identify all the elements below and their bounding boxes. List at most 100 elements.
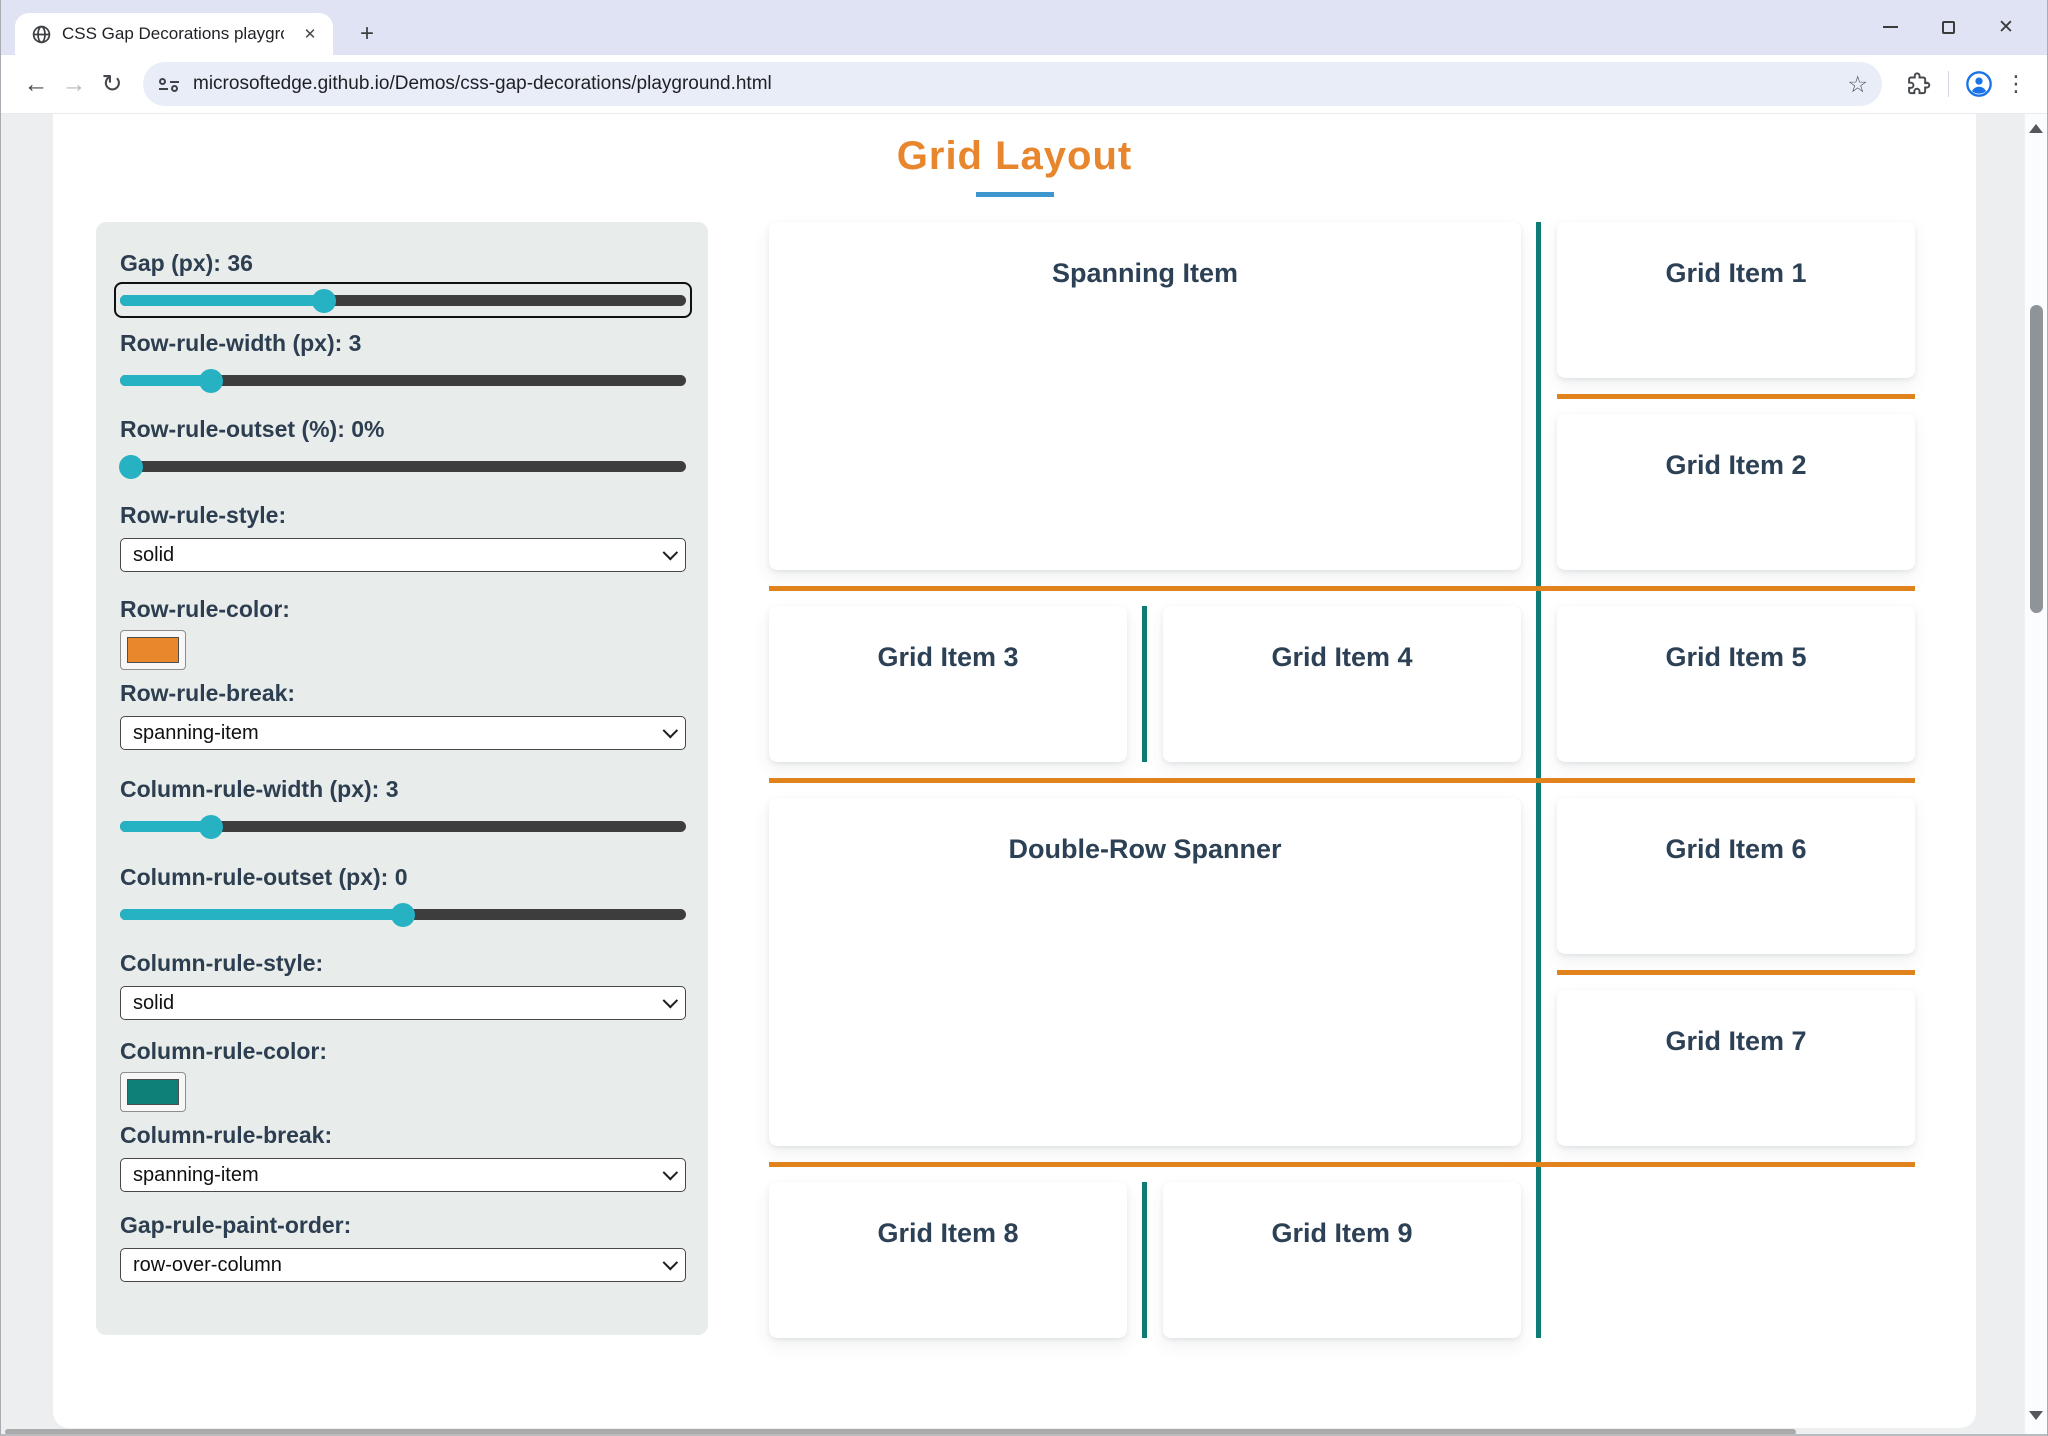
select-value: spanning-item	[133, 1163, 259, 1186]
vertical-scrollbar[interactable]	[2024, 114, 2047, 1436]
url-text[interactable]: microsoftedge.github.io/Demos/css-gap-de…	[193, 73, 772, 94]
window-minimize-button[interactable]	[1861, 0, 1919, 54]
scroll-down-icon[interactable]	[2029, 1411, 2043, 1420]
new-tab-button[interactable]: +	[359, 20, 374, 47]
window-close-button[interactable]: ✕	[1977, 0, 2035, 54]
column-rule-row3	[1142, 606, 1147, 762]
slider-thumb[interactable]	[119, 454, 144, 479]
maximize-icon	[1941, 20, 1955, 34]
row-rule-2	[769, 586, 1915, 591]
window-maximize-button[interactable]	[1919, 0, 1977, 54]
grid-card-7: Grid Item 7	[1557, 990, 1915, 1146]
slider-thumb[interactable]	[198, 368, 223, 393]
tab-strip: CSS Gap Decorations playgroun ✕ + ✕	[1, 0, 2047, 55]
row-rule-color-picker[interactable]	[120, 630, 186, 670]
select-value: solid	[133, 991, 175, 1014]
row-rule-outset-slider-group: Row-rule-outset (%): 0%	[119, 416, 687, 479]
gap-rule-paint-order-select[interactable]: row-over-column	[120, 1248, 686, 1282]
bookmark-star-icon[interactable]: ☆	[1847, 70, 1868, 97]
row-rule-5	[769, 1162, 1915, 1167]
row-rule-outset-slider[interactable]	[119, 454, 686, 479]
chevron-down-icon	[662, 1254, 679, 1270]
row-rule-style-select[interactable]: solid	[120, 538, 686, 572]
tab-title: CSS Gap Decorations playgroun	[62, 24, 284, 43]
browser-menu-icon[interactable]: ⋮	[2005, 71, 2027, 96]
grid-card-spanning: Spanning Item	[769, 222, 1521, 570]
gap-rule-paint-order-label: Gap-rule-paint-order:	[120, 1212, 352, 1238]
row-rule-break-select[interactable]: spanning-item	[120, 716, 686, 750]
grid-demo: Spanning Item Grid Item 1 Grid Item 2 Gr…	[769, 222, 1915, 1338]
grid-card-9: Grid Item 9	[1163, 1182, 1521, 1338]
row-rule-style-group: Row-rule-style: solid	[120, 502, 687, 572]
column-rule-width-slider[interactable]	[120, 814, 686, 839]
profile-avatar-icon[interactable]	[1959, 64, 1999, 104]
select-value: solid	[133, 543, 175, 566]
column-rule-color-group: Column-rule-color:	[120, 1038, 687, 1112]
horizontal-scrollbar[interactable]	[1, 1428, 2026, 1436]
row-rule-break-group: Row-rule-break: spanning-item	[120, 680, 687, 750]
row-rule-break-label: Row-rule-break:	[120, 680, 296, 706]
column-rule-width-label: Column-rule-width (px): 3	[120, 776, 399, 802]
gap-slider[interactable]	[114, 282, 692, 318]
grid-card-8: Grid Item 8	[769, 1182, 1127, 1338]
extensions-icon[interactable]	[1898, 64, 1938, 104]
window-bottom-edge	[1, 1434, 2047, 1436]
color-swatch	[127, 637, 179, 663]
color-swatch	[127, 1079, 179, 1105]
slider-thumb[interactable]	[311, 288, 336, 313]
back-button[interactable]: ←	[23, 69, 49, 98]
forward-button[interactable]: →	[61, 69, 87, 98]
column-rule-row6	[1142, 1182, 1147, 1338]
vertical-scrollbar-thumb[interactable]	[2030, 305, 2043, 613]
grid-card-4: Grid Item 4	[1163, 606, 1521, 762]
page-title: Grid Layout	[896, 134, 1133, 178]
column-rule-style-select[interactable]: solid	[120, 986, 686, 1020]
browser-toolbar: ← → ↻ microsoftedge.github.io/Demos/css-…	[1, 55, 2047, 114]
chevron-down-icon	[662, 544, 679, 560]
column-rule-width-slider-group: Column-rule-width (px): 3	[120, 776, 687, 839]
slider-thumb[interactable]	[198, 814, 223, 839]
page-content: Grid Layout Gap (px): 36 Row-rule-width …	[53, 114, 1976, 1428]
gap-rule-paint-order-group: Gap-rule-paint-order: row-over-column	[120, 1212, 687, 1282]
address-bar[interactable]: microsoftedge.github.io/Demos/css-gap-de…	[143, 62, 1882, 106]
chevron-down-icon	[662, 992, 679, 1008]
grid-card-3: Grid Item 3	[769, 606, 1127, 762]
select-value: spanning-item	[133, 721, 259, 744]
browser-tab[interactable]: CSS Gap Decorations playgroun ✕	[15, 13, 333, 55]
column-rule-break-label: Column-rule-break:	[120, 1122, 333, 1148]
chevron-down-icon	[662, 1164, 679, 1180]
row-rule-color-group: Row-rule-color:	[120, 596, 687, 670]
gap-label: Gap (px): 36	[120, 250, 253, 276]
scroll-up-icon[interactable]	[2029, 124, 2043, 133]
row-rule-width-slider[interactable]	[120, 368, 686, 393]
column-rule-style-group: Column-rule-style: solid	[120, 950, 687, 1020]
column-rule-outset-slider[interactable]	[120, 902, 686, 927]
column-rule-color-picker[interactable]	[120, 1072, 186, 1112]
site-settings-icon[interactable]	[159, 77, 179, 92]
column-rule-break-select[interactable]: spanning-item	[120, 1158, 686, 1192]
horizontal-scrollbar-thumb[interactable]	[5, 1429, 1796, 1435]
controls-panel: Gap (px): 36 Row-rule-width (px): 3 Row-…	[96, 222, 708, 1335]
row-rule-4	[1557, 970, 1915, 975]
row-rule-outset-label: Row-rule-outset (%): 0%	[120, 416, 385, 442]
grid-card-2: Grid Item 2	[1557, 414, 1915, 570]
select-value: row-over-column	[133, 1253, 282, 1276]
tab-close-icon[interactable]: ✕	[303, 26, 317, 43]
page-viewport: Grid Layout Gap (px): 36 Row-rule-width …	[1, 114, 2047, 1436]
gap-slider-group: Gap (px): 36	[114, 250, 692, 318]
row-rule-3	[769, 778, 1915, 783]
globe-favicon-icon	[32, 25, 51, 43]
row-rule-1	[1557, 394, 1915, 399]
grid-card-5: Grid Item 5	[1557, 606, 1915, 762]
row-rule-width-label: Row-rule-width (px): 3	[120, 330, 362, 356]
slider-thumb[interactable]	[391, 902, 415, 927]
chevron-down-icon	[662, 722, 679, 738]
column-rule-outset-slider-group: Column-rule-outset (px): 0	[120, 864, 687, 927]
column-rule-style-label: Column-rule-style:	[120, 950, 324, 976]
grid-card-double-row-spanner: Double-Row Spanner	[769, 798, 1521, 1146]
grid-card-6: Grid Item 6	[1557, 798, 1915, 954]
column-rule-color-label: Column-rule-color:	[120, 1038, 327, 1064]
grid-card-1: Grid Item 1	[1557, 222, 1915, 378]
reload-button[interactable]: ↻	[101, 70, 123, 98]
title-underline	[975, 192, 1054, 197]
